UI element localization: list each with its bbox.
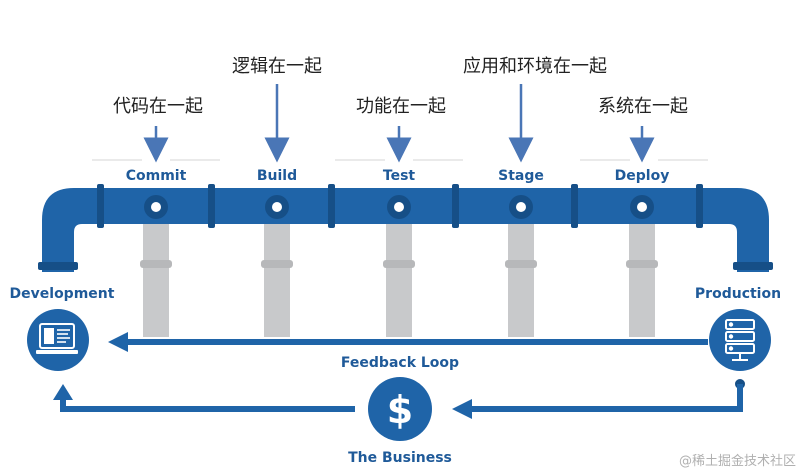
- annotation-text: 系统在一起: [598, 96, 688, 117]
- pipe-coupling: [97, 184, 104, 228]
- production-label: Production: [695, 286, 781, 302]
- pipe-supports: [140, 205, 658, 337]
- pillar-joint: [140, 260, 172, 268]
- support-pillar: [264, 205, 290, 337]
- laptop-icon: [36, 323, 78, 354]
- pipe-coupling: [696, 184, 703, 228]
- business-label: The Business: [348, 450, 452, 466]
- watermark: @稀土掘金技术社区: [679, 453, 796, 469]
- pillar-joint: [626, 260, 658, 268]
- support-pillar: [386, 205, 412, 337]
- pipe-coupling: [208, 184, 215, 228]
- pipe-coupling: [38, 262, 78, 270]
- pipe-coupling: [571, 184, 578, 228]
- stage-label-test: Test: [383, 168, 416, 184]
- stage-valve: [144, 195, 168, 219]
- stage-valve: [387, 195, 411, 219]
- pipe-body: [42, 188, 769, 272]
- pipe-coupling: [452, 184, 459, 228]
- feedback-loop-arrow: [108, 332, 708, 352]
- pipe-coupling: [328, 184, 335, 228]
- stage-label-stage: Stage: [498, 168, 544, 184]
- stage-labels: Commit Build Test Stage Deploy: [126, 168, 670, 184]
- stage-valve: [265, 195, 289, 219]
- business-loop-arrows: [53, 379, 745, 419]
- server-rack-icon: [725, 319, 755, 361]
- support-pillar: [508, 205, 534, 337]
- pillar-joint: [383, 260, 415, 268]
- pipe-coupling: [733, 262, 773, 270]
- stage-label-build: Build: [257, 168, 297, 184]
- dollar-icon: $: [387, 388, 413, 432]
- pillar-joint: [261, 260, 293, 268]
- stage-label-deploy: Deploy: [615, 168, 670, 184]
- stage-valve: [630, 195, 654, 219]
- production-node: Production: [695, 286, 781, 371]
- development-label: Development: [10, 286, 115, 302]
- annotation-arrows: [143, 84, 655, 163]
- feedback-loop-label: Feedback Loop: [341, 355, 459, 371]
- stage-label-commit: Commit: [126, 168, 187, 184]
- annotations: 代码在一起 逻辑在一起 功能在一起 应用和环境在一起 系统在一起: [113, 56, 688, 117]
- annotation-text: 代码在一起: [113, 96, 203, 117]
- business-node: $ The Business: [348, 377, 452, 466]
- annotation-text: 逻辑在一起: [232, 56, 322, 77]
- development-node: Development: [10, 286, 115, 371]
- pillar-joint: [505, 260, 537, 268]
- support-pillar: [143, 205, 169, 337]
- annotation-text: 功能在一起: [356, 96, 446, 117]
- pipeline: [38, 184, 773, 272]
- annotation-text: 应用和环境在一起: [463, 56, 607, 77]
- stage-valve: [509, 195, 533, 219]
- support-pillar: [629, 205, 655, 337]
